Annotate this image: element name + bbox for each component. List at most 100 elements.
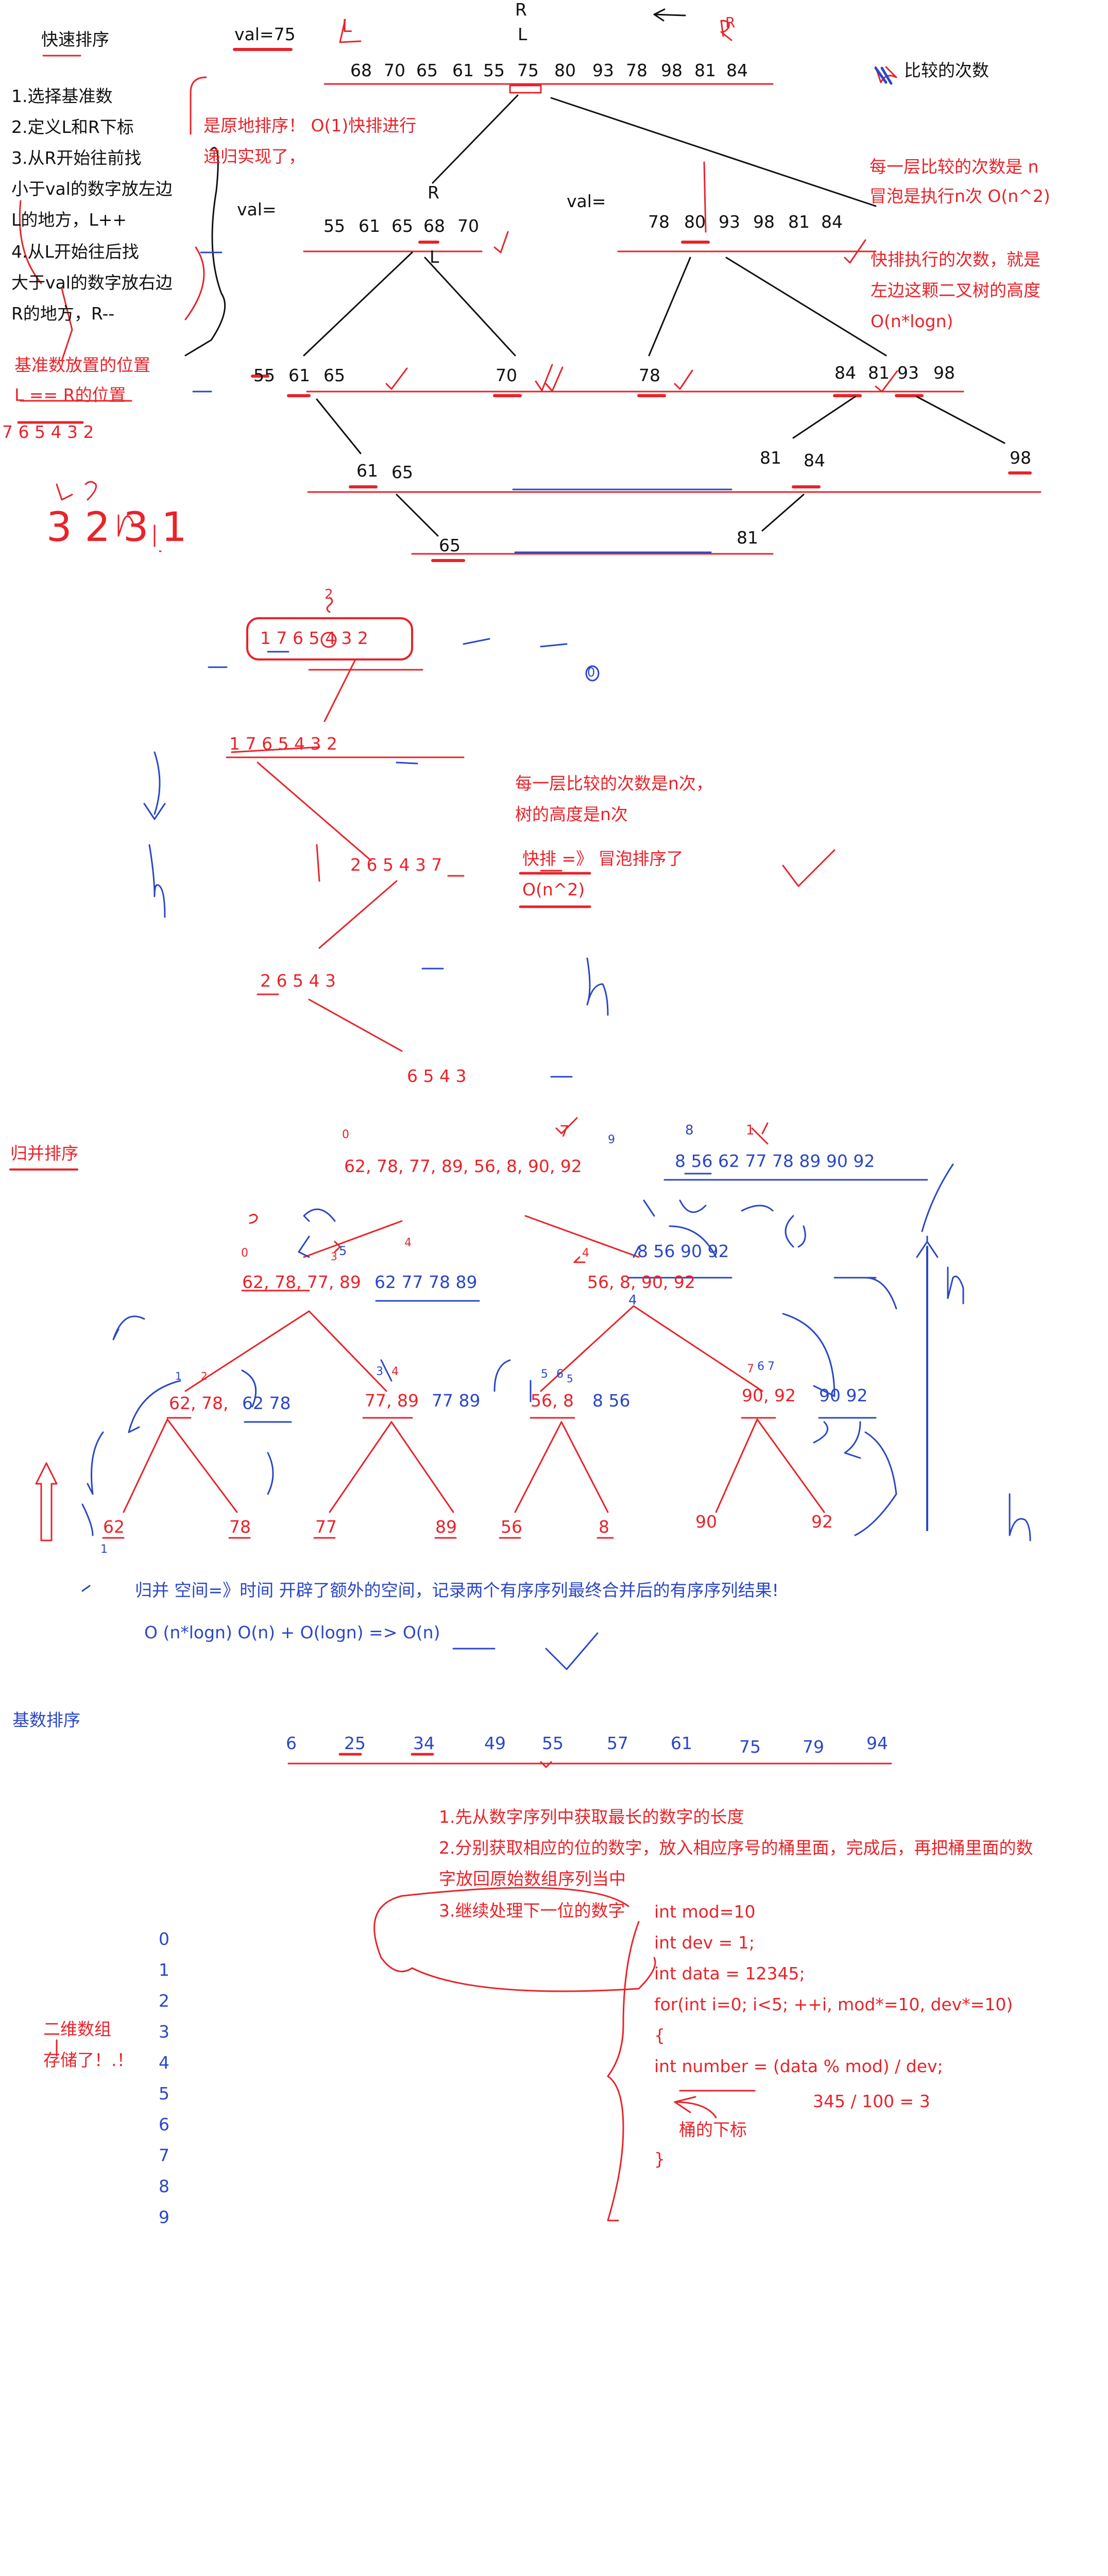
bucket-index: 8 xyxy=(159,2176,169,2196)
code-line: for(int i=0; i<5; ++i, mod*=10, dev*=10) xyxy=(654,1994,1013,2014)
merge-left-array: 62, 78, 77, 89 xyxy=(242,1272,361,1292)
order-mark: 8 xyxy=(685,1123,694,1138)
order-mark: 1 xyxy=(175,1370,182,1382)
array-number: 93 xyxy=(719,212,740,232)
bubble-complexity-note: 冒泡是执行n次 O(n^2) xyxy=(870,186,1050,206)
radix-step-2a: 2.分别获取相应的位的数字，放入相应序号的桶里面，完成后，再把桶里面的数 xyxy=(439,1838,1033,1858)
array-number: 55 xyxy=(483,60,505,80)
merge-pair: 90, 92 xyxy=(742,1385,796,1405)
right-pivot-label: val= xyxy=(567,191,606,211)
quick-black-ink xyxy=(184,8,1005,537)
left-group-r: R xyxy=(428,182,439,202)
array-number: 80 xyxy=(554,60,576,80)
quicksort-count-note: 快排执行的次数，就是 xyxy=(871,249,1041,269)
worst-index-mark: 2 xyxy=(325,587,333,602)
quick-blue-ink xyxy=(143,66,893,1078)
quicksort-title: 快速排序 xyxy=(41,29,109,49)
bucket-index: 2 xyxy=(159,1991,169,2011)
worst-input-boxed: 1 7 6 5 4 3 2 xyxy=(260,628,368,648)
order-mark: 7 xyxy=(768,1360,775,1373)
worst-height-note: 树的高度是n次 xyxy=(515,804,628,824)
merge-root-array: 62, 78, 77, 89, 56, 8, 90, 92 xyxy=(344,1156,582,1176)
radix-number: 55 xyxy=(542,1733,564,1753)
order-mark: 2 xyxy=(201,1370,208,1382)
radix-number: 49 xyxy=(484,1733,506,1753)
step-line: R的地方，R-- xyxy=(11,303,115,324)
array-number: 70 xyxy=(457,216,479,236)
bucket-index: 3 xyxy=(159,2022,169,2042)
two-d-array-note-2: 存储了！.！ xyxy=(43,2050,134,2070)
code-line: int number = (data % mod) / dev; xyxy=(654,2056,943,2076)
merge-blue-ink xyxy=(81,1163,1031,1670)
merge-pair-sorted: 77 89 xyxy=(432,1391,481,1411)
array-number: 78 xyxy=(626,60,647,80)
merge-pair: 56, 8 xyxy=(531,1391,574,1411)
order-mark: 3 xyxy=(376,1365,383,1378)
radix-number: 6 xyxy=(286,1733,297,1753)
two-d-array-note: 二维数组 xyxy=(43,2019,111,2039)
step-line: 3.从R开始往前找 xyxy=(11,148,142,168)
worst-level-2: 2 6 5 4 3 7 xyxy=(350,855,442,875)
array-number: 81 xyxy=(788,212,810,232)
order-mark: 4 xyxy=(404,1236,412,1249)
tree-height-note: 左边这颗二叉树的高度 xyxy=(871,280,1041,300)
radix-number: 34 xyxy=(413,1733,435,1753)
order-mark: 5 xyxy=(339,1244,347,1258)
radix-number: 94 xyxy=(866,1733,888,1753)
scribble-digits: 3 2 3 1 xyxy=(46,504,187,551)
array-number: 81 xyxy=(760,448,781,468)
array-number: 80 xyxy=(684,212,706,232)
order-mark: 4 xyxy=(628,1293,637,1308)
radix-number: 75 xyxy=(739,1737,761,1757)
worst-case-tree-lines xyxy=(231,658,403,1052)
step-line: 1.选择基准数 xyxy=(11,86,113,106)
bucket-index: 9 xyxy=(159,2207,169,2227)
array-number: 68 xyxy=(423,216,445,236)
bucket-index: 6 xyxy=(159,2114,169,2134)
order-mark: 6 xyxy=(556,1368,564,1381)
bucket-index: 4 xyxy=(159,2053,169,2073)
array-number: 81 xyxy=(694,60,716,80)
merge-right-sorted: 8 56 90 92 xyxy=(637,1241,729,1261)
worst-level-3: 2 6 5 4 3 xyxy=(260,971,336,991)
radix-step-3: 3.继续处理下一位的数字 xyxy=(439,1901,625,1921)
merge-red-ink xyxy=(9,1117,825,1541)
degenerates-to-bubble-note: 快排 =》 冒泡排序了 xyxy=(522,849,684,869)
step-line: 4.从L开始往后找 xyxy=(11,242,139,262)
blue-circle-zero: 0 xyxy=(587,665,595,680)
merge-leaf: 8 xyxy=(599,1517,609,1537)
array-number: 98 xyxy=(753,212,775,232)
step-line: 2.定义L和R下标 xyxy=(11,117,134,137)
right-pointer-r: R xyxy=(515,0,527,20)
bucket-index: 7 xyxy=(159,2145,169,2165)
merge-pair: 62, 78, xyxy=(169,1393,229,1413)
code-line: int mod=10 xyxy=(654,1902,756,1922)
array-number: 61 xyxy=(356,461,378,481)
radix-number: 79 xyxy=(803,1737,824,1757)
array-number: 78 xyxy=(648,212,670,232)
worst-level-4: 6 5 4 3 xyxy=(407,1066,467,1086)
radix-step-1: 1.先从数字序列中获取最长的数字的长度 xyxy=(439,1807,744,1827)
array-number: 68 xyxy=(350,60,372,80)
array-number: 84 xyxy=(726,60,748,80)
quick-red-ink xyxy=(17,19,1042,995)
step-line: L的地方，L++ xyxy=(11,210,127,230)
radix-number: 25 xyxy=(344,1733,366,1753)
order-mark: 4 xyxy=(391,1365,399,1378)
array-number: 93 xyxy=(897,363,919,383)
order-mark: 1 xyxy=(100,1543,108,1556)
array-number: 65 xyxy=(323,365,345,385)
order-mark: 1 xyxy=(746,1123,755,1138)
legend-compare-count: 比较的次数 xyxy=(904,60,989,80)
order-mark: 7 xyxy=(559,1123,570,1141)
array-number: 55 xyxy=(323,216,345,236)
bucket-index: 5 xyxy=(159,2083,169,2104)
step-line: 小于val的数字放左边 xyxy=(11,179,173,199)
worst-compare-note: 每一层比较的次数是n次， xyxy=(515,773,713,793)
array-number: 65 xyxy=(391,216,413,236)
order-mark: 5 xyxy=(567,1372,573,1385)
merge-leaf: 77 xyxy=(315,1517,337,1537)
order-mark: 9 xyxy=(608,1133,615,1146)
worst-complexity-note: O(n^2) xyxy=(522,879,585,900)
